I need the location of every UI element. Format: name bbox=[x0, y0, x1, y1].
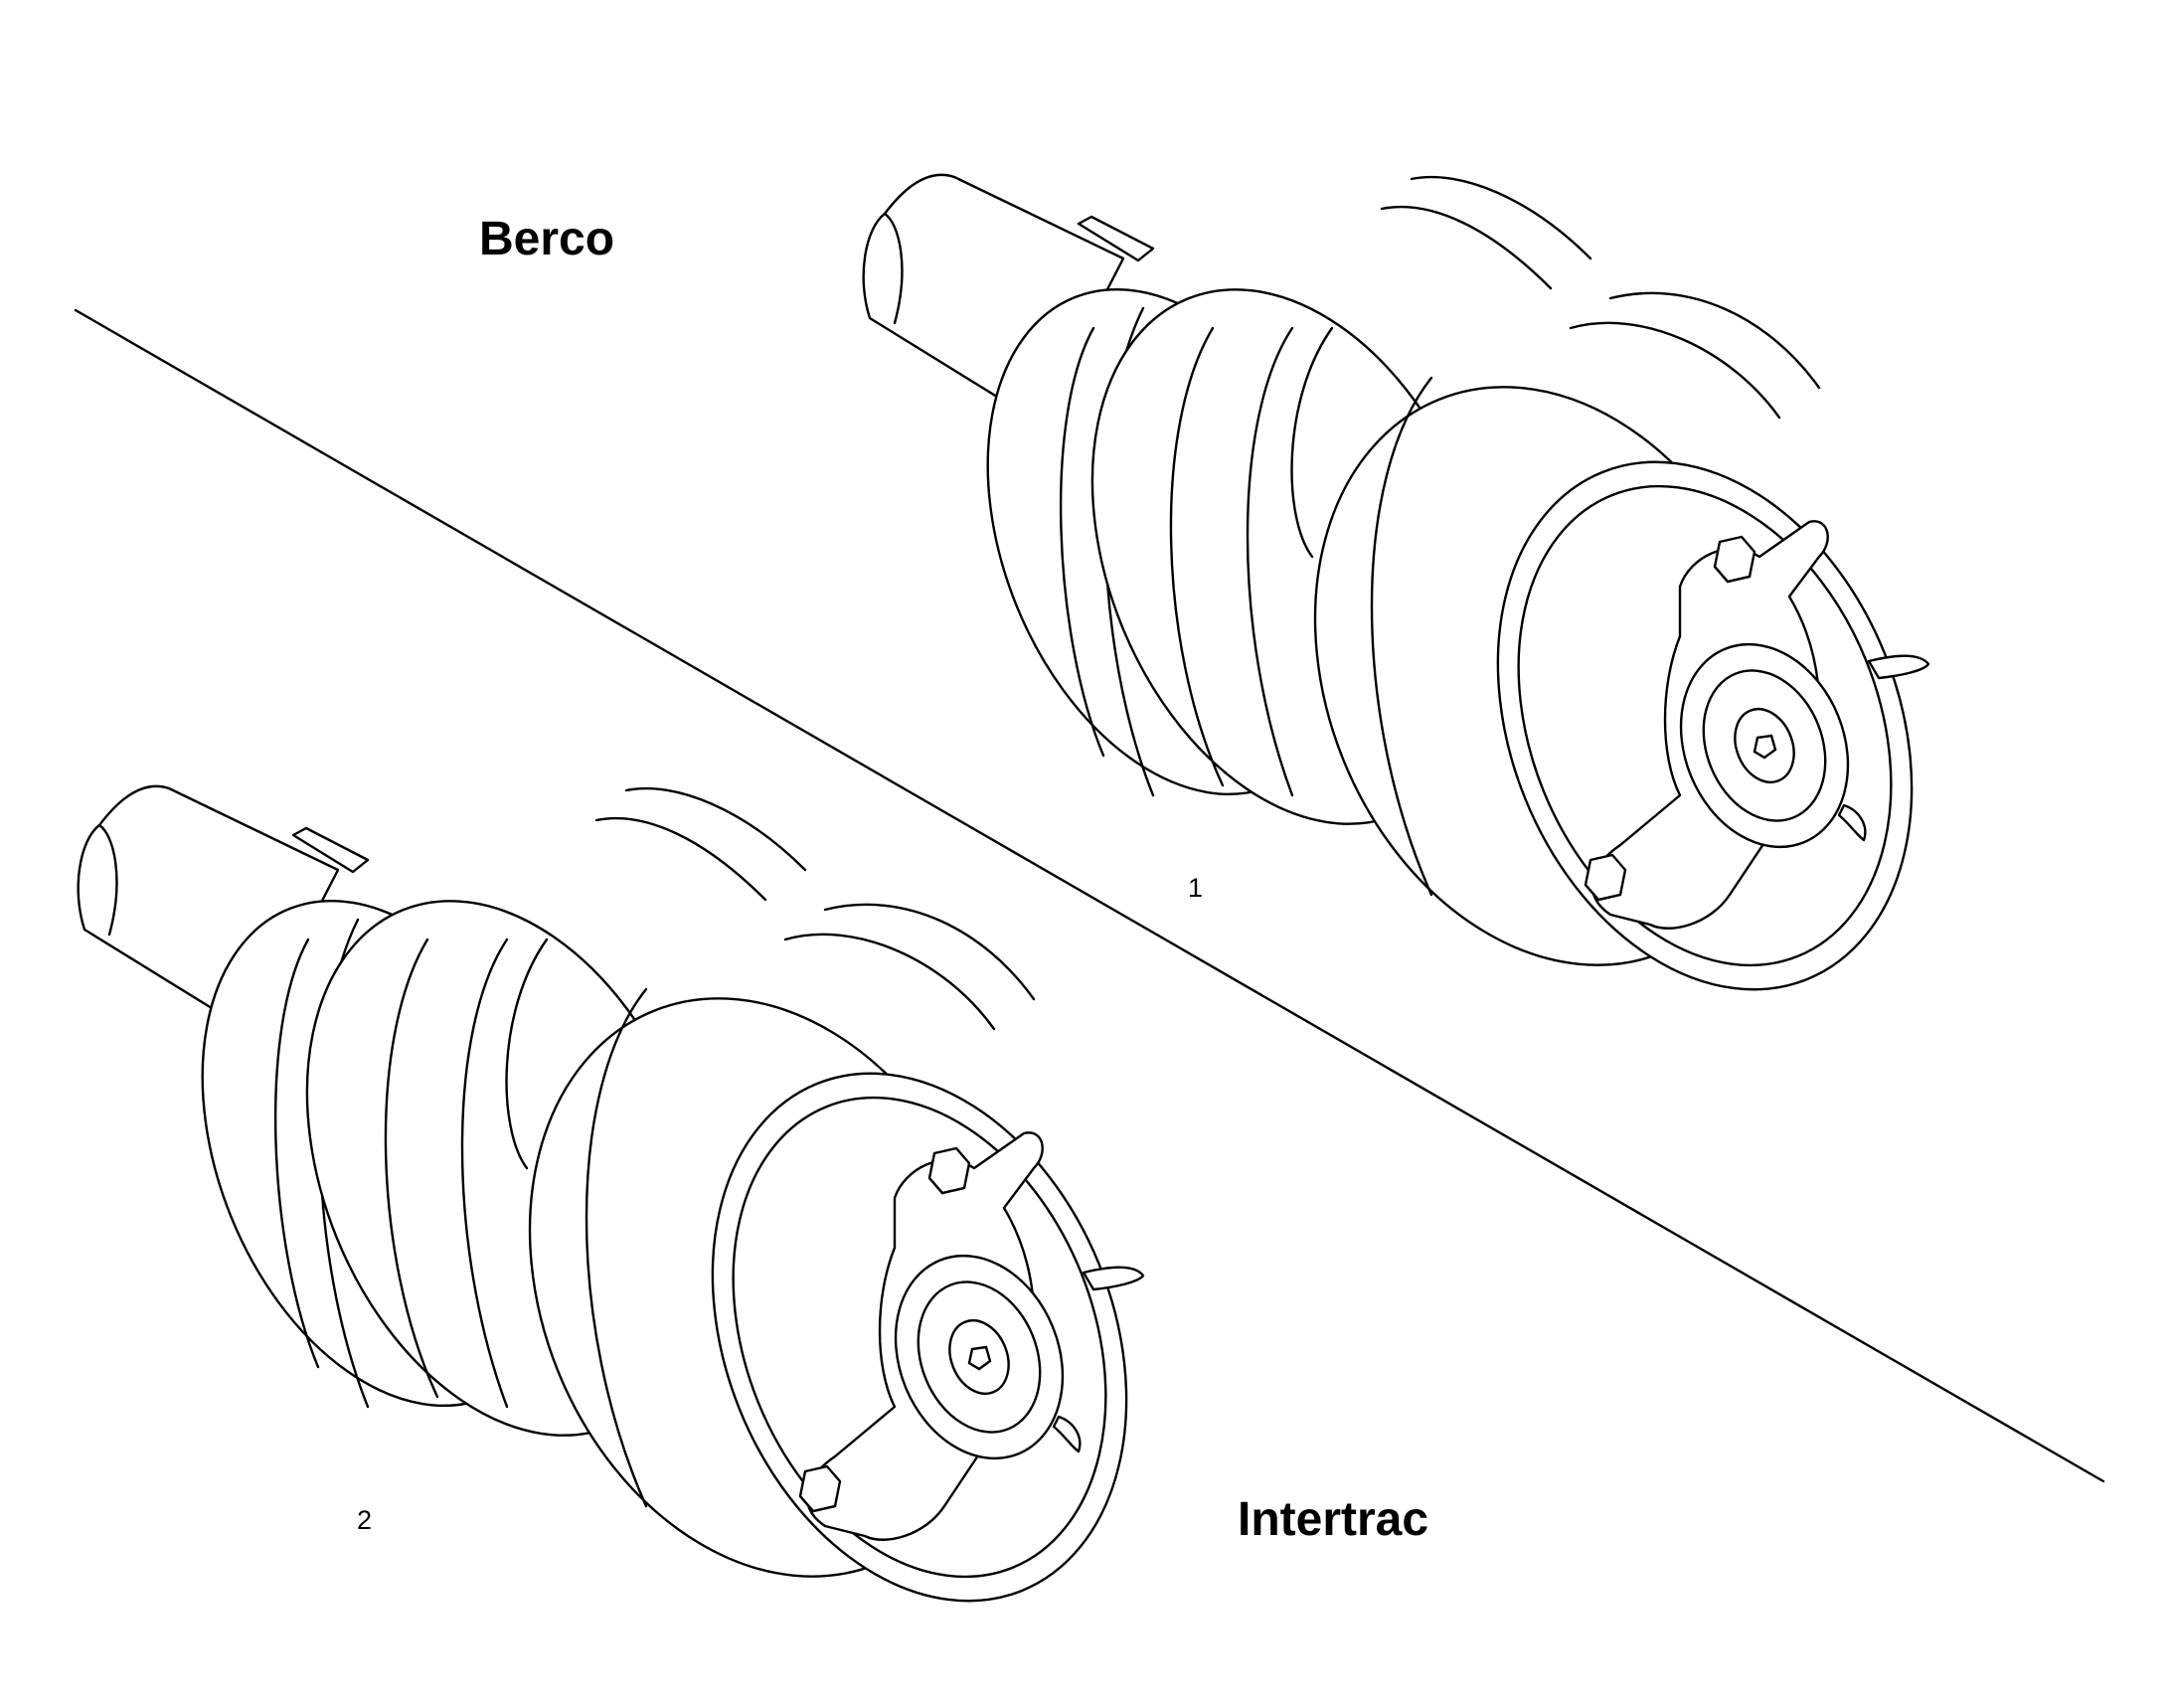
item-number-2: 2 bbox=[357, 1505, 373, 1535]
brand-label-intertrac: Intertrac bbox=[1238, 1493, 1429, 1546]
bolt-bottom bbox=[798, 1464, 842, 1513]
center-boss bbox=[1679, 642, 1850, 849]
item-number-1: 1 bbox=[1188, 873, 1204, 903]
bolt-bottom bbox=[1584, 853, 1627, 902]
bolt-top bbox=[927, 1146, 971, 1195]
bolt-top bbox=[1713, 535, 1756, 584]
roller-berco bbox=[862, 173, 1930, 991]
brand-label-berco: Berco bbox=[479, 213, 615, 265]
roller-intertrac bbox=[77, 784, 1145, 1603]
center-boss bbox=[894, 1254, 1065, 1460]
divider-line bbox=[74, 308, 2105, 1483]
